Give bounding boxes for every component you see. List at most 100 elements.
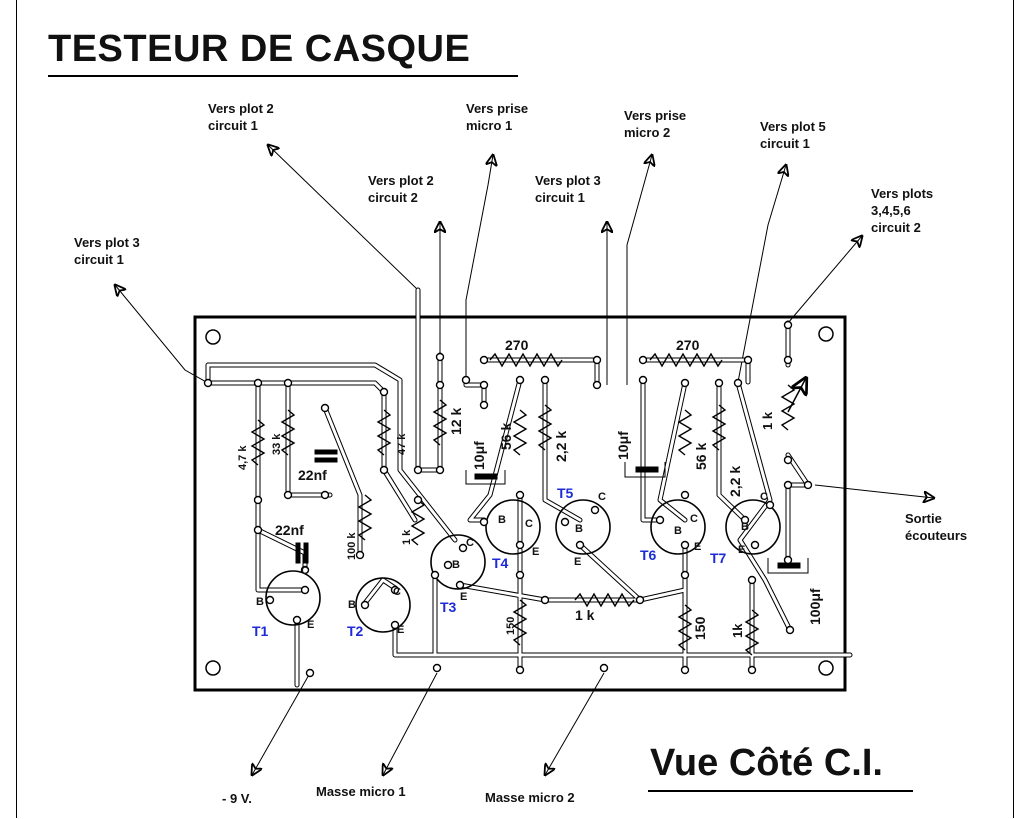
- label-plot2-circuit1: Vers plot 2 circuit 1: [208, 101, 274, 133]
- transistor-t3-body: [430, 534, 486, 590]
- resistor-150-a: [512, 599, 528, 646]
- pin-t1-e: E: [307, 619, 314, 631]
- pin-t7-e: E: [738, 544, 745, 556]
- resistor-33k: [280, 409, 296, 456]
- label-r56k-a: 56 k: [498, 423, 514, 450]
- pin-t6-e: E: [694, 541, 701, 553]
- label-prise-micro1: Vers prise micro 1: [466, 101, 529, 133]
- pin-t4-b: B: [498, 514, 506, 526]
- pin-t5-c: C: [598, 491, 606, 503]
- label-t2: T2: [347, 623, 364, 639]
- label-r56k-b: 56 k: [693, 443, 709, 470]
- resistor-1k-mid: [410, 499, 426, 546]
- resistors: [250, 352, 796, 656]
- resistor-56k-a: [512, 409, 528, 456]
- label-c10uf-a: 10μf: [471, 441, 487, 470]
- resistor-100k: [357, 494, 373, 541]
- lead-plots-3456: [787, 236, 862, 324]
- label-r4-7k: 4,7 k: [237, 445, 249, 470]
- label-r1k-pot: 1 k: [760, 411, 775, 430]
- transistor-t7-body: [725, 499, 781, 555]
- resistor-1k-pot: [780, 384, 796, 431]
- label-r100k: 100 k: [346, 532, 358, 560]
- lead-plot2-circuit1: [268, 145, 419, 291]
- label-r47k: 47 k: [396, 433, 408, 455]
- transistor-t2-body: [355, 577, 411, 633]
- pin-t5-b: B: [575, 523, 583, 535]
- diagram-title: TESTEUR DE CASQUE: [48, 28, 471, 70]
- lead-masse-micro2: [545, 672, 605, 775]
- view-label: Vue Côté C.I.: [650, 742, 883, 784]
- mounting-hole: [818, 660, 834, 676]
- pin-t5-e: E: [574, 556, 581, 568]
- label-r22k-a: 2,2 k: [553, 431, 569, 462]
- label-r270-b: 270: [676, 337, 700, 353]
- label-r22k-b: 2,2 k: [727, 466, 743, 497]
- mounting-hole: [818, 326, 834, 342]
- pin-t7-c: C: [760, 491, 768, 503]
- label-t6: T6: [640, 547, 657, 563]
- pin-t1-c: C: [301, 565, 309, 577]
- label-r12k: 12 k: [448, 408, 464, 435]
- lead-prise-micro1: [465, 155, 493, 380]
- label-r150-a: 150: [505, 617, 517, 635]
- label-t1: T1: [252, 623, 269, 639]
- pin-t3-b: B: [452, 559, 460, 571]
- pin-t2-b: B: [348, 599, 356, 611]
- resistor-270-a: [489, 352, 563, 368]
- capacitor-10uf-a: [474, 473, 498, 480]
- label-r150-b: 150: [692, 616, 708, 640]
- label-minus-9v: - 9 V.: [222, 791, 252, 806]
- lead-masse-micro1: [383, 672, 438, 775]
- label-t3: T3: [440, 599, 457, 615]
- resistor-1k-horizontal: [574, 592, 635, 608]
- title-underline: [48, 75, 518, 77]
- capacitor-10uf-b: [635, 466, 659, 473]
- pin-t4-c: C: [525, 518, 533, 530]
- label-t7: T7: [710, 550, 727, 566]
- label-plot3-circuit1-top: Vers plot 3 circuit 1: [535, 173, 601, 205]
- resistor-2-2k-a: [537, 404, 553, 451]
- label-c10uf-b: 10μf: [615, 431, 631, 460]
- transistor-t6-body: [650, 499, 706, 555]
- pin-t6-c: C: [690, 513, 698, 525]
- pin-t3-e: E: [460, 591, 467, 603]
- label-r1k-horizontal: 1 k: [575, 607, 595, 623]
- mounting-hole: [205, 329, 221, 345]
- view-underline: [648, 790, 913, 792]
- pin-t6-b: B: [674, 525, 682, 537]
- label-t5: T5: [557, 485, 574, 501]
- resistor-1k-right: [744, 609, 760, 656]
- mounting-hole: [205, 660, 221, 676]
- label-masse-micro1: Masse micro 1: [316, 784, 406, 799]
- transistor-t5-body: [555, 499, 611, 555]
- label-r1k-right: 1k: [730, 623, 745, 638]
- pin-t2-e: E: [397, 624, 404, 636]
- resistor-56k-b: [677, 409, 693, 456]
- capacitor-22nf-b-plate: [295, 542, 301, 564]
- pin-t7-b: B: [741, 521, 749, 533]
- pin-t4-e: E: [532, 546, 539, 558]
- pin-t2-c: C: [393, 586, 401, 598]
- potentiometer-arrow: [787, 378, 806, 413]
- lead-prise-micro2: [626, 155, 652, 385]
- label-masse-micro2: Masse micro 2: [485, 790, 575, 805]
- transistor-t4-body: [485, 499, 541, 555]
- label-prise-micro2: Vers prise micro 2: [624, 108, 687, 140]
- lead-plot5-circuit1: [737, 165, 786, 383]
- page-frame: [16, 0, 1014, 818]
- label-sortie-ecouteurs: Sortie écouteurs: [905, 511, 968, 543]
- label-plots-3456-circuit2: Vers plots 3,4,5,6 circuit 2: [871, 186, 934, 235]
- lead-sortie: [814, 484, 934, 498]
- label-c22nf-b: 22nf: [275, 522, 304, 538]
- lead-minus-9v: [252, 672, 311, 775]
- resistor-4-7k: [250, 419, 266, 466]
- resistor-12k: [432, 399, 448, 446]
- pads: [203, 320, 813, 678]
- resistor-47k: [376, 409, 392, 456]
- label-plot5-circuit1: Vers plot 5 circuit 1: [760, 119, 826, 151]
- label-c100uf: 100μf: [807, 588, 823, 625]
- label-r33k: 33 k: [271, 433, 283, 455]
- label-r270-a: 270: [505, 337, 529, 353]
